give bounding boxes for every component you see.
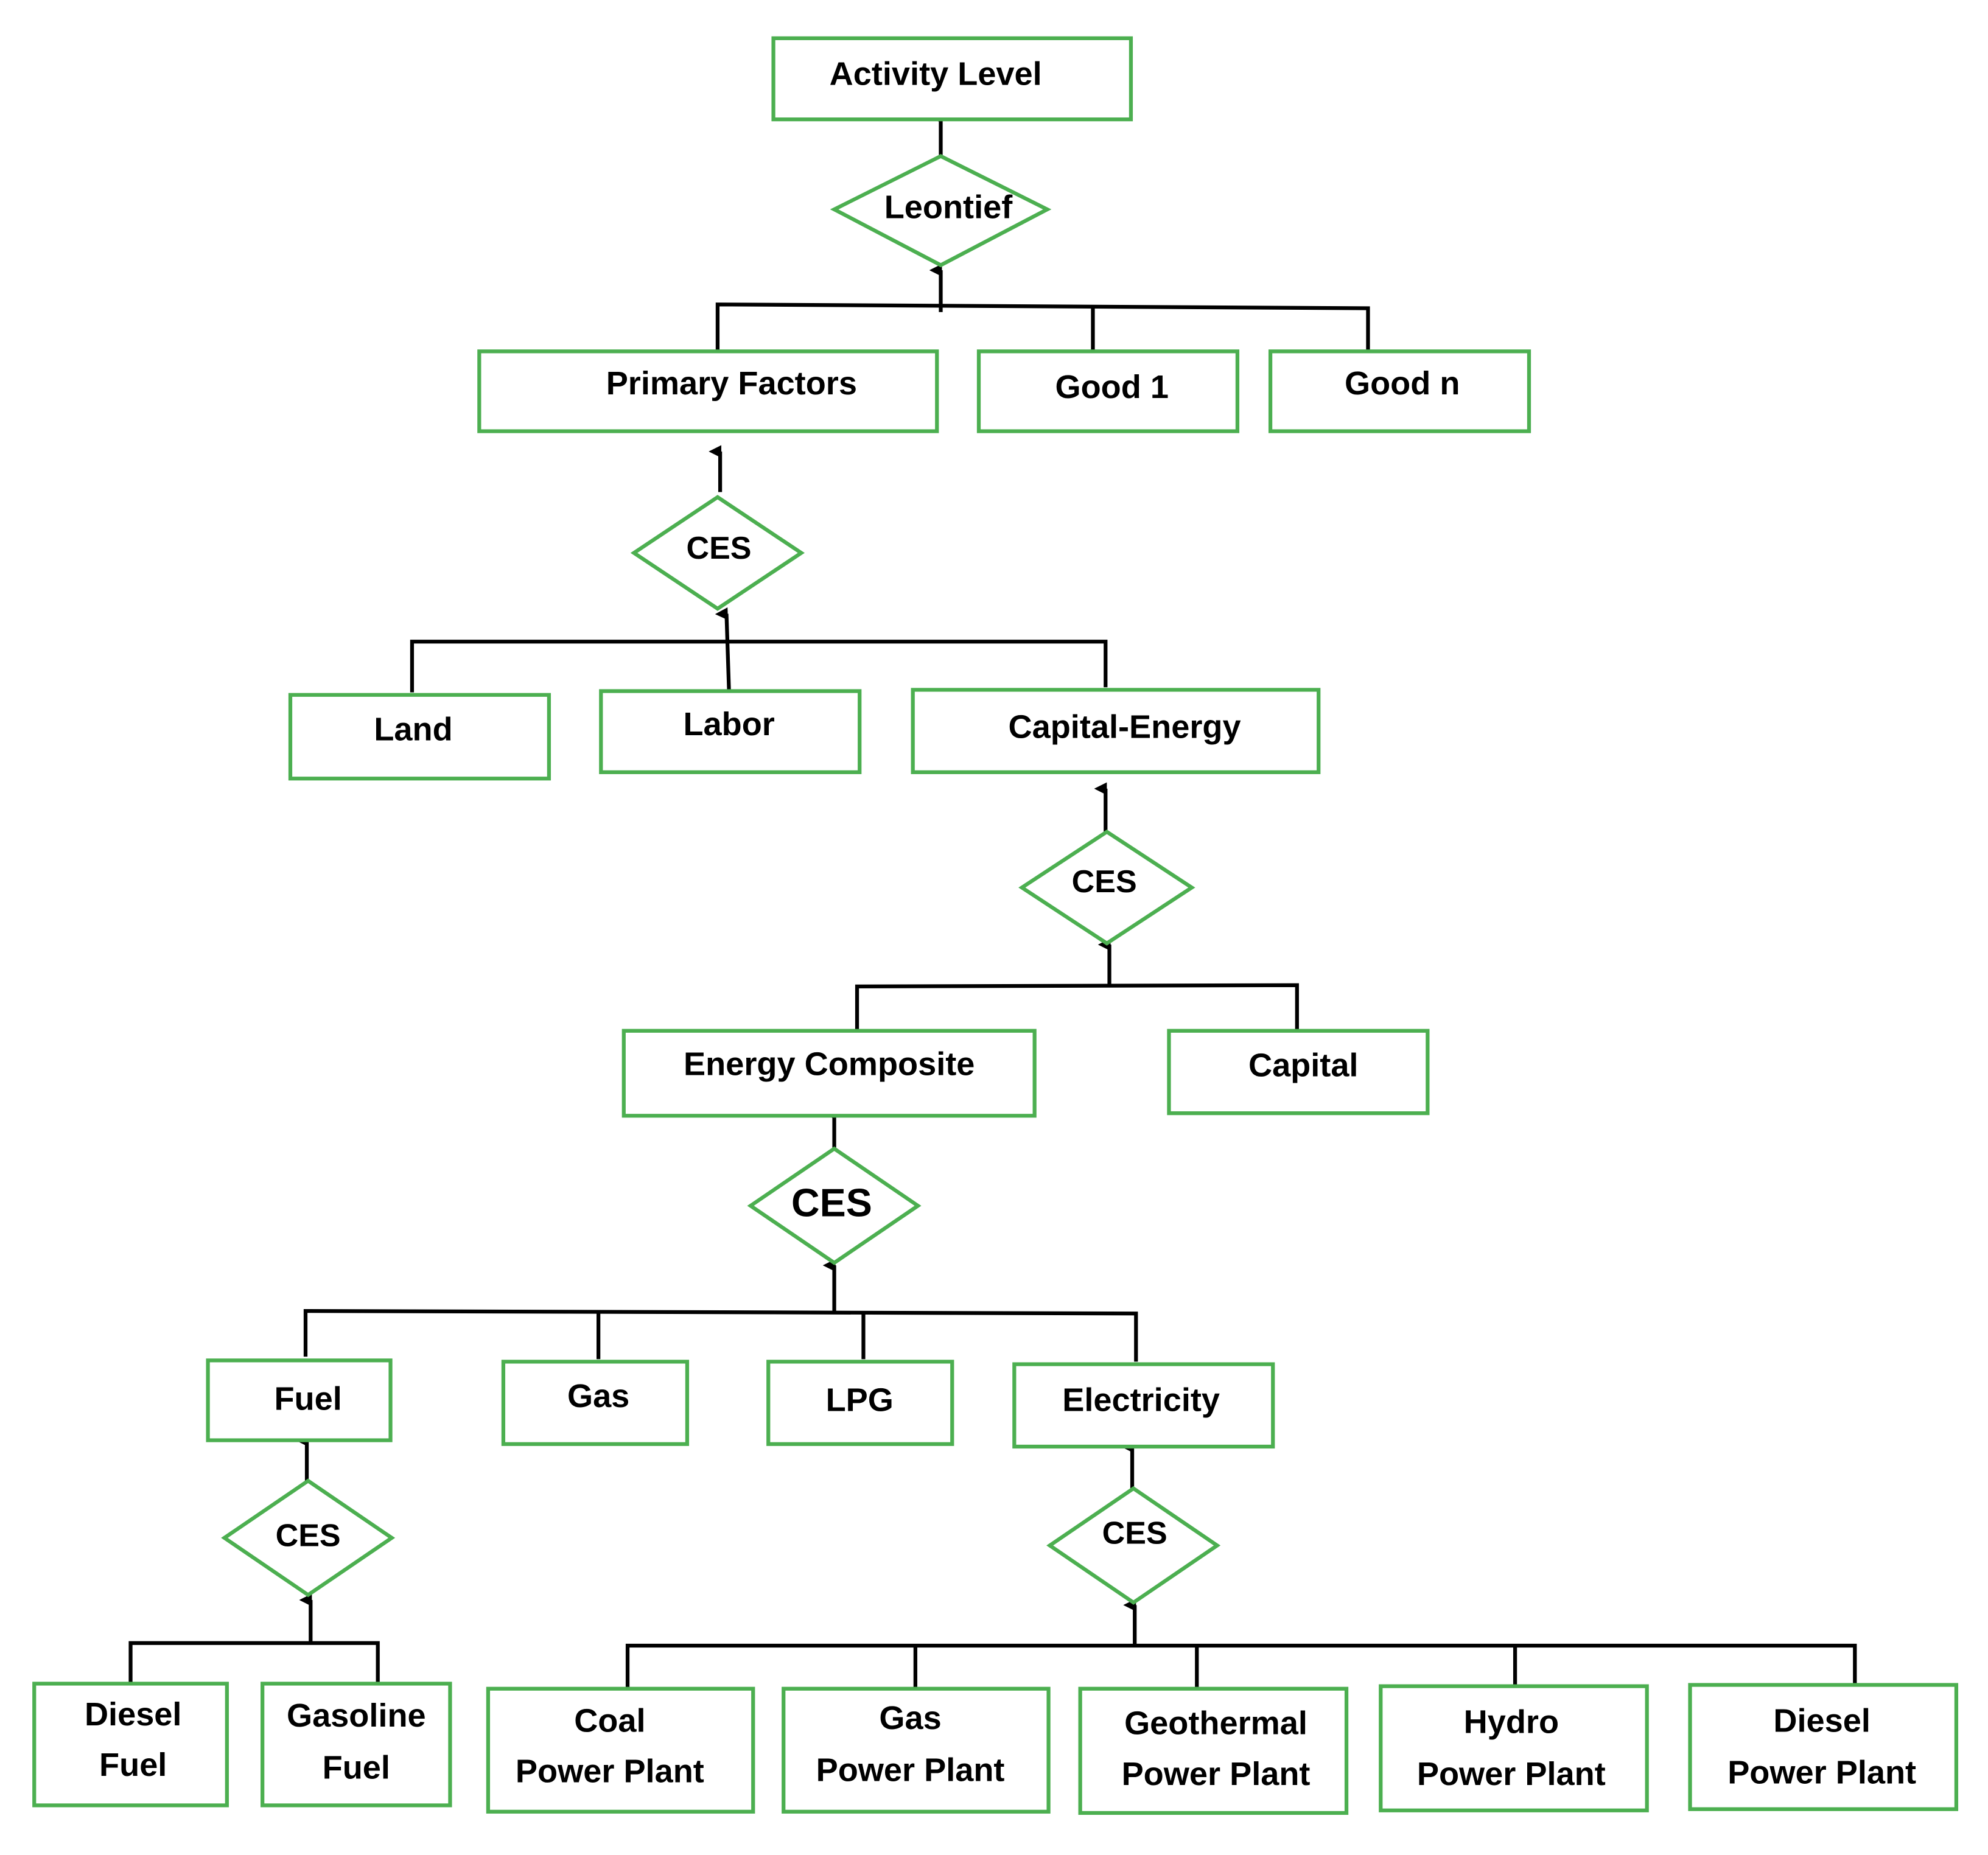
lpg-label: LPG: [826, 1382, 894, 1418]
ces-capital-energy-node: CES: [1018, 830, 1195, 946]
arrow-labor-to-ces: [715, 607, 731, 691]
fuel-label: Fuel: [274, 1380, 341, 1417]
gasoline-fuel-label-line-1: Gasoline: [287, 1697, 426, 1734]
gas-label: Gas: [567, 1378, 629, 1414]
land-label: Land: [374, 711, 452, 747]
geothermal-power-plant-label-line-2: Power Plant: [1122, 1756, 1311, 1792]
diesel-fuel-node: Diesel Fuel: [32, 1682, 229, 1808]
electricity-node: Electricity: [1012, 1362, 1275, 1449]
gasoline-fuel-label-line-2: Fuel: [323, 1749, 390, 1786]
connector-lines: [128, 110, 1857, 1689]
ces-primary-label: CES: [686, 531, 751, 566]
coal-power-plant-node: Coal Power Plant: [486, 1686, 755, 1814]
ces-energy-node: CES: [747, 1146, 922, 1265]
ces-fuel-label: CES: [276, 1518, 341, 1554]
lpg-node: LPG: [766, 1360, 954, 1446]
ces-energy-label: CES: [791, 1181, 872, 1224]
bracket-fuel: [128, 1641, 380, 1684]
primary-factors-label: Primary Factors: [606, 365, 857, 402]
bracket-top-level: [715, 302, 1370, 351]
gas-node: Gas: [501, 1360, 690, 1446]
activity-level-node: Activity Level: [771, 36, 1133, 122]
good-n-node: Good n: [1268, 349, 1531, 433]
electricity-label: Electricity: [1062, 1382, 1220, 1418]
hydro-power-plant-node: Hydro Power Plant: [1379, 1684, 1649, 1812]
diesel-power-plant-label-line-2: Power Plant: [1727, 1755, 1916, 1791]
ces-electricity-label: CES: [1102, 1516, 1167, 1551]
capital-energy-node: Capital-Energy: [911, 688, 1321, 774]
land-node: Land: [288, 693, 551, 781]
leontief-label: Leontief: [884, 189, 1013, 225]
fuel-node: Fuel: [206, 1358, 393, 1442]
diesel-power-plant-node: Diesel Power Plant: [1688, 1683, 1959, 1811]
labor-label: Labor: [683, 706, 774, 742]
good-n-label: Good n: [1345, 365, 1460, 402]
energy-composite-node: Energy Composite: [621, 1029, 1037, 1118]
hydro-power-plant-label-line-2: Power Plant: [1417, 1756, 1606, 1792]
geothermal-power-plant-node: Geothermal Power Plant: [1078, 1686, 1349, 1815]
ces-fuel-node: CES: [221, 1478, 396, 1598]
ces-capital-energy-label: CES: [1072, 864, 1137, 900]
gas-power-plant-node: Gas Power Plant: [782, 1686, 1051, 1814]
gas-power-plant-label-line-1: Gas: [879, 1700, 941, 1736]
ces-electricity-node: CES: [1046, 1486, 1221, 1605]
bracket-electricity: [625, 1643, 1857, 1689]
bracket-energy: [303, 1308, 1138, 1362]
good-1-label: Good 1: [1055, 369, 1168, 405]
energy-composite-label: Energy Composite: [684, 1046, 975, 1082]
hydro-power-plant-label-line-1: Hydro: [1464, 1703, 1559, 1740]
labor-node: Labor: [599, 689, 862, 774]
good-1-node: Good 1: [976, 349, 1240, 433]
gasoline-fuel-node: Gasoline Fuel: [261, 1682, 452, 1808]
bracket-primary: [410, 640, 1108, 693]
activity-level-label: Activity Level: [830, 56, 1042, 93]
gas-power-plant-label-line-2: Power Plant: [816, 1752, 1005, 1789]
leontief-node: Leontief: [830, 154, 1052, 268]
geothermal-power-plant-label-line-1: Geothermal: [1124, 1705, 1307, 1741]
bracket-capital-energy: [855, 983, 1299, 1030]
capital-label: Capital: [1248, 1047, 1359, 1083]
diesel-fuel-label-line-1: Diesel: [85, 1696, 182, 1733]
ces-primary-node: CES: [630, 495, 805, 611]
coal-power-plant-label-line-1: Coal: [574, 1702, 645, 1739]
capital-energy-label: Capital-Energy: [1009, 708, 1241, 745]
diesel-fuel-label-line-2: Fuel: [99, 1747, 167, 1783]
diesel-power-plant-label-line-1: Diesel: [1773, 1702, 1871, 1739]
primary-factors-node: Primary Factors: [477, 349, 939, 433]
coal-power-plant-label-line-2: Power Plant: [516, 1753, 704, 1790]
capital-node: Capital: [1167, 1029, 1430, 1116]
